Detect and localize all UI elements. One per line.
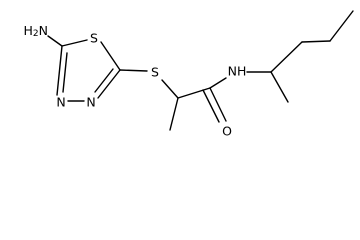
chemical-structure: H2N S N N S NH O (24, 10, 354, 139)
ring-n4-label: N (56, 95, 65, 110)
bond-c2-thioether (119, 69, 148, 72)
thioether-sulfur-label: S (151, 65, 159, 80)
amino-label: H2N (24, 23, 49, 40)
bond-s1-c2 (100, 41, 121, 71)
bond-chain-methyl (270, 71, 289, 103)
carbonyl-oxygen-label: O (222, 124, 232, 139)
bond-n4-c5 (56, 45, 63, 96)
bond-carbonyl-amide-n (209, 77, 227, 89)
bond-lines (47, 10, 354, 131)
amide-nitrogen-label: NH (228, 64, 247, 79)
bond-chain-c5 (329, 10, 354, 42)
bond-carbonyl-oxygen-double (202, 89, 220, 123)
bond-ca-methyl (169, 97, 179, 131)
bond-chain-c3 (270, 41, 303, 73)
bond-carbonyl-oxygen (209, 87, 227, 122)
bond-c2-n3 (97, 69, 121, 99)
bond-chain-c4 (301, 40, 331, 43)
atom-labels: H2N S N N S NH O (24, 23, 247, 139)
bond-c2-n3-double (94, 68, 114, 93)
bond-ca-carbonyl (177, 87, 211, 99)
ring-sulfur-label: S (90, 31, 98, 46)
bond-thioether-ca (161, 79, 179, 99)
bond-c5-amino (47, 35, 63, 47)
ring-n3-label: N (86, 95, 95, 110)
bond-c5-s1 (61, 39, 88, 47)
bond-n4-c5-double (62, 52, 68, 93)
